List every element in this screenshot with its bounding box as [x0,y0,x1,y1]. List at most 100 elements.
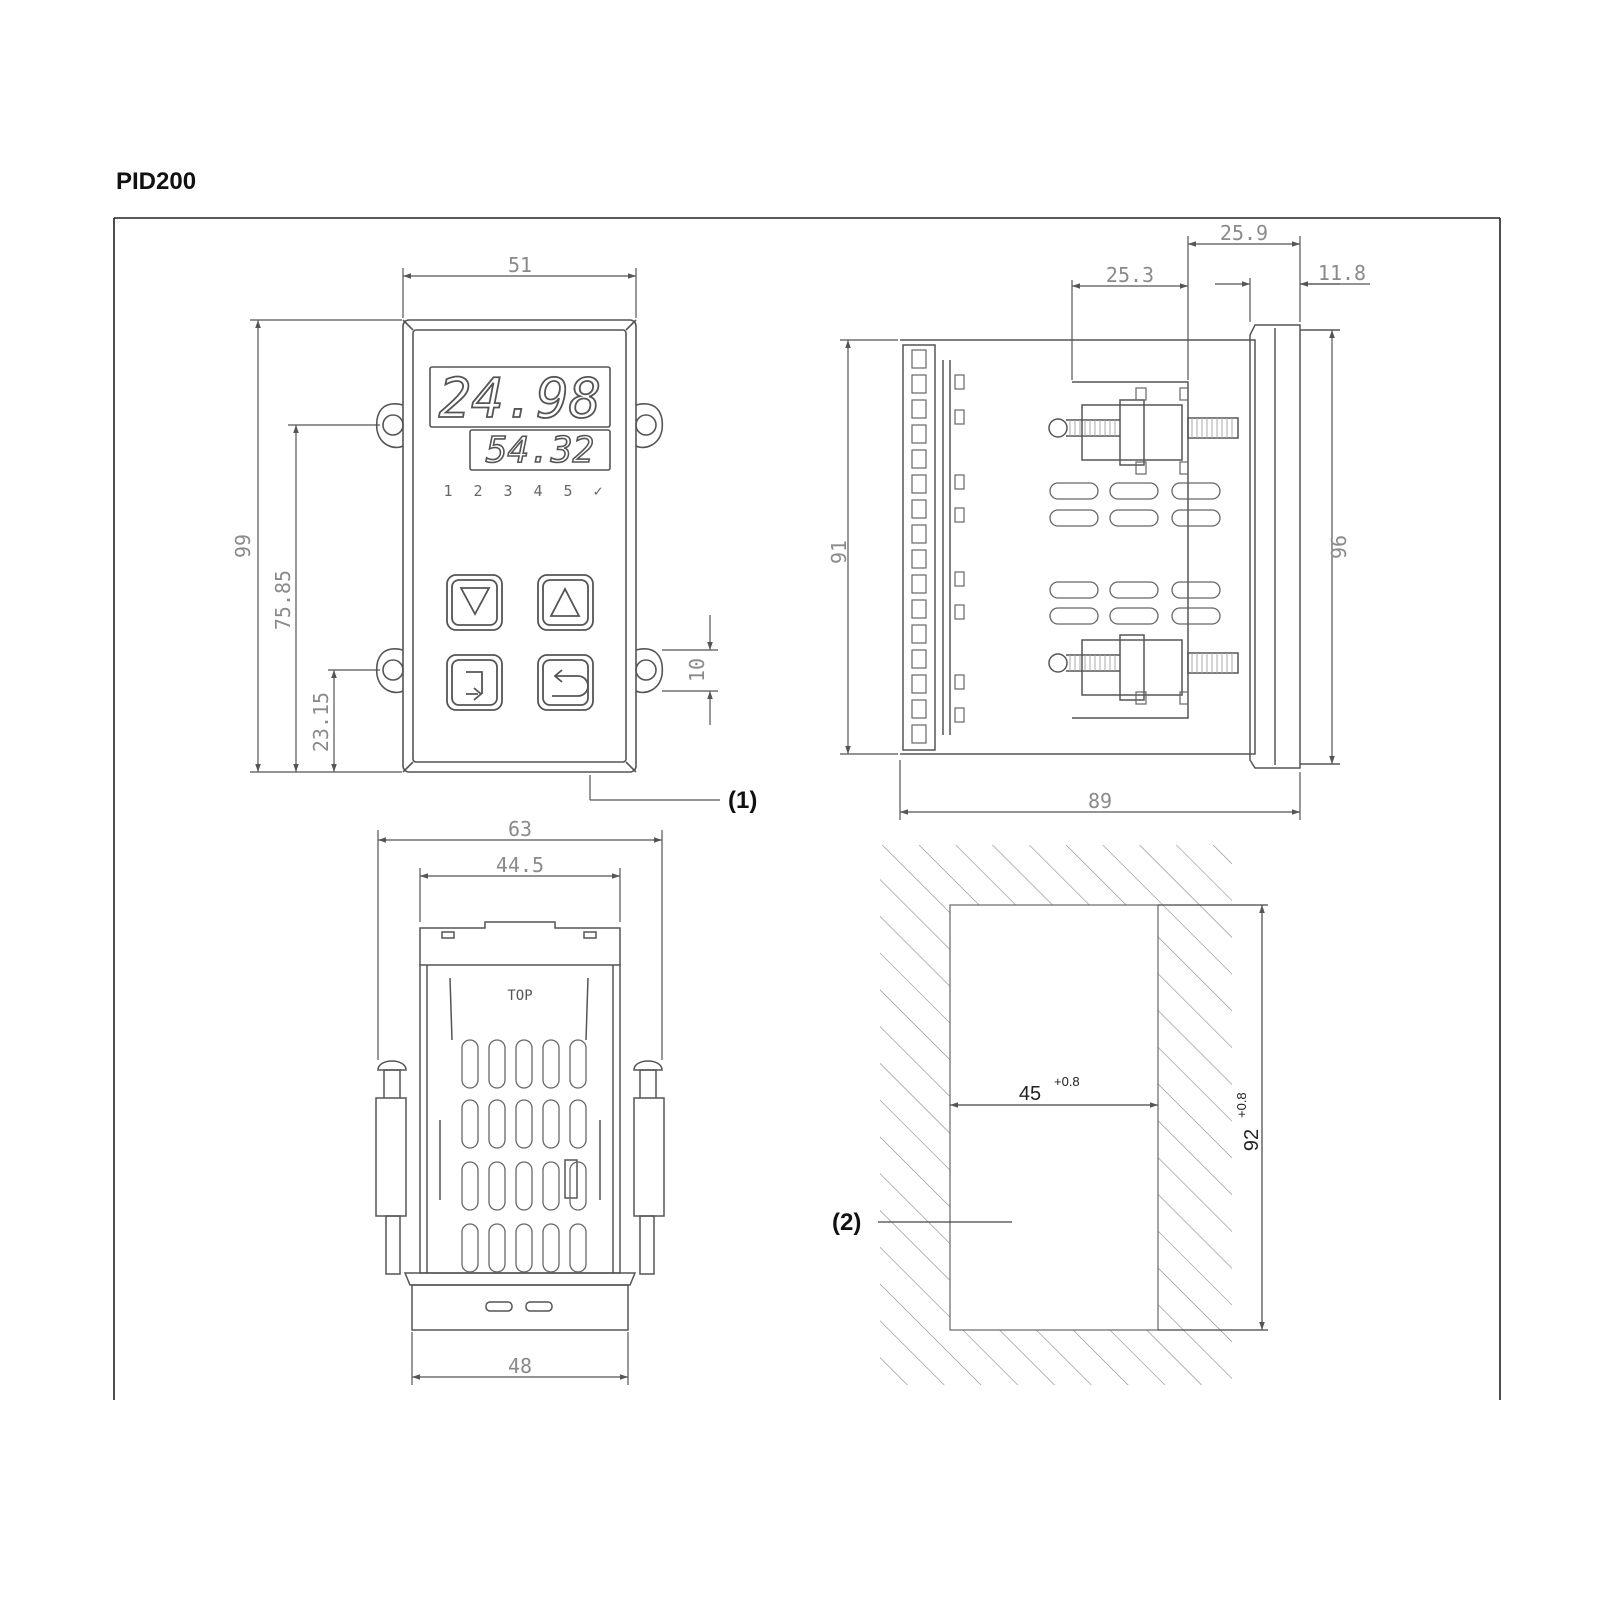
vent-slot [461,1099,479,1149]
panel-hatch [880,845,1232,1385]
frame-slot [1179,691,1189,705]
terminal-slot [911,574,927,594]
terminal-slot [911,674,927,694]
dim-top-body: 44.5 [496,853,544,877]
led-label-3: 3 [503,482,512,500]
vent-slot [569,1161,587,1211]
drawing-frame [113,217,1501,1400]
vent-slot [1171,581,1221,599]
up-arrow-icon [549,587,581,617]
side-view: 91 96 89 25.3 25.9 11.8 [827,221,1370,820]
terminal-slot [911,399,927,419]
vent-slot [515,1223,533,1273]
dim-top-bracket: 63 [508,817,532,841]
enter-icon [466,671,483,701]
dim-side-bezel-height: 96 [1327,535,1351,559]
terminal-pin [954,374,965,390]
side-vent-slots [1049,482,1221,625]
terminal-slot [911,599,927,619]
cutout-width-tolerance: +0.8 [1054,1074,1080,1089]
terminal-slot [911,474,927,494]
terminal-slot [911,524,927,544]
top-vent-slots [461,1039,587,1273]
mounting-ear-bottom-right [635,648,664,694]
top-body [419,964,621,1274]
terminal-slot [911,724,927,744]
dim-front-tab: 10 [685,658,709,682]
dim-front-lower-hole: 23.15 [309,692,333,752]
side-bezel-flange [1249,324,1301,769]
vent-slot [1109,607,1159,625]
terminal-pin [954,707,965,723]
side-body-outline [900,339,1256,755]
dim-front-width: 51 [508,253,532,277]
display-bottom [469,429,611,471]
diagram-title: PID200 [116,168,197,195]
frame-slot [1135,691,1147,705]
vent-slot [1109,482,1159,500]
vent-slot [515,1099,533,1149]
frame-slot [1135,461,1147,475]
terminal-slot [911,349,927,369]
up-button[interactable] [537,574,594,631]
vent-slot [1049,581,1099,599]
cutout-width-value: 45 [1019,1083,1041,1105]
vent-slot [488,1039,506,1089]
vent-slot [569,1039,587,1089]
frame-slot [1179,387,1189,401]
dim-top-bezel: 48 [508,1354,532,1378]
mounting-ear-top-right [635,403,664,449]
mounting-ear-top-left [375,403,404,449]
terminal-block [902,344,936,751]
terminal-pin [954,674,965,690]
cutout-height-tolerance: +0.8 [1234,1092,1249,1118]
down-button[interactable] [446,574,503,631]
vent-slot [1109,509,1159,527]
vent-slot [488,1161,506,1211]
back-button[interactable] [537,654,594,711]
cutout-height-value: 92 [1241,1129,1263,1151]
vent-slot [488,1099,506,1149]
terminal-slot [911,374,927,394]
vent-slot [1049,607,1099,625]
top-clip-left [375,1060,407,1275]
front-face [412,329,627,763]
vent-slot [542,1223,560,1273]
vent-slot [515,1161,533,1211]
callout-2-label: (2) [832,1209,861,1236]
top-bezel [403,1272,637,1286]
top-label: TOP [507,988,532,1004]
enter-button[interactable] [446,654,503,711]
terminal-slot [911,549,927,569]
front-bezel [402,319,637,773]
vent-slot [1049,509,1099,527]
terminal-pin [954,409,965,425]
terminal-pin [954,604,965,620]
vent-slot [542,1161,560,1211]
display-bottom-readout: 54.32 [486,430,594,471]
vent-slot [1171,482,1221,500]
vent-slot [1171,607,1221,625]
vent-slot [515,1039,533,1089]
dim-front-height: 99 [231,534,255,558]
frame-slot [1179,461,1189,475]
dim-side-body-height: 91 [827,540,851,564]
dim-side-depth: 89 [1088,789,1112,813]
cutout-opening [949,904,1159,1331]
side-threads [1069,418,1233,673]
terminal-slot [911,449,927,469]
panel-cutout-view: 45 +0.8 92 +0.8 (2) [832,845,1268,1385]
led-label-1: 1 [443,482,452,500]
vent-slot [461,1161,479,1211]
terminal-slot [911,649,927,669]
terminal-slot [911,624,927,644]
vent-slot [461,1039,479,1089]
callout-1-label: (1) [728,787,757,814]
terminal-slot [911,424,927,444]
terminal-slot [911,699,927,719]
dim-side-d2: 25.9 [1220,221,1268,245]
dim-front-hole-spacing: 75.85 [271,570,295,630]
top-cap [419,921,621,965]
